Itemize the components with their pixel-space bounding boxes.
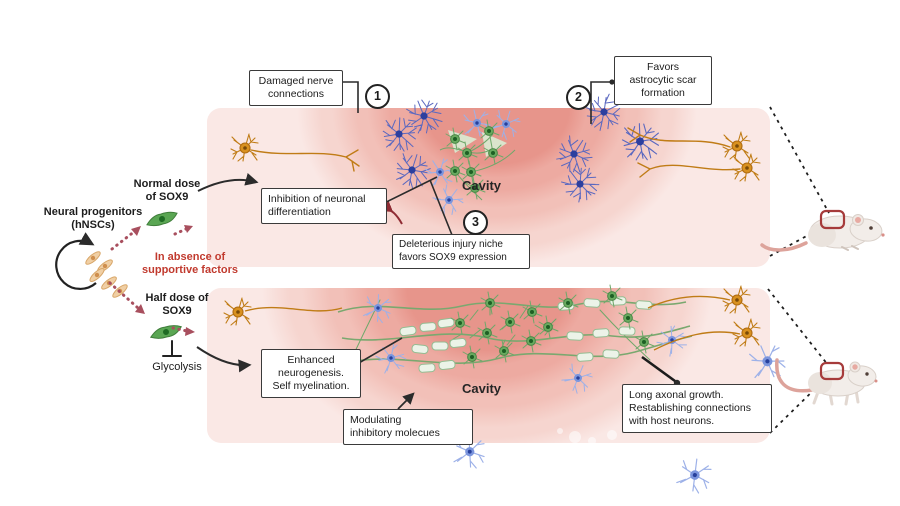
- callout-astrocytic-scar: Favors astrocytic scar formation: [614, 56, 712, 106]
- bottom-cavity-label: Cavity: [462, 381, 502, 396]
- inhibition-tbar-icon: [162, 340, 182, 357]
- zoom-dashed-lines: [767, 106, 830, 434]
- sox9-cell-half-icon: [148, 323, 184, 341]
- callout-inhibition: Inhibition of neuronal differentiation: [261, 188, 387, 225]
- glycolysis-label: Glycolysis: [152, 361, 202, 373]
- injury-site-rect: [819, 361, 845, 381]
- neural-progenitors-label: Neural progenitors (hNSCs): [43, 206, 143, 232]
- callout-enhanced: Enhanced neurogenesis. Self myelination.: [261, 349, 361, 399]
- callout-long-axonal: Long axonal growth. Restablishing connec…: [622, 384, 772, 434]
- normal-dose-label: Normal dose of SOX9: [133, 178, 201, 204]
- top-cavity-label: Cavity: [462, 178, 502, 193]
- self-renewal-arrow: [55, 232, 97, 290]
- step-2-badge: 2: [566, 85, 591, 110]
- dotted-arrowheads: [131, 225, 195, 336]
- step-3-badge: 3: [463, 210, 488, 235]
- callout-deleterious: Deleterious injury niche favors SOX9 exp…: [392, 234, 530, 269]
- mouse-bottom-icon: [775, 358, 878, 406]
- callout-modulating: Modulating inhibitory molecues: [343, 409, 473, 446]
- mouse-top-icon: [760, 209, 885, 252]
- step-1-badge: 1: [365, 84, 390, 109]
- in-absence-label: In absence of supportive factors: [142, 251, 238, 277]
- progenitor-cluster-icon: [83, 249, 130, 300]
- callout-damaged-nerve: Damaged nerve connections: [249, 70, 343, 107]
- injury-site-rect: [819, 209, 846, 230]
- half-dose-label: Half dose of SOX9: [145, 292, 209, 318]
